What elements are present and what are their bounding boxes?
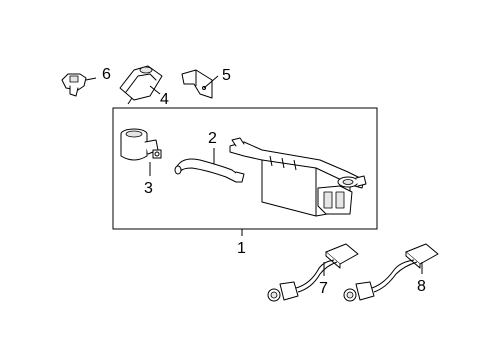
part-5-bracket	[181, 69, 219, 99]
assembly-box	[112, 107, 378, 230]
charcoal-canister	[229, 137, 367, 217]
part-8-sensor	[343, 243, 439, 302]
part-4-valve	[119, 65, 163, 105]
callout-5: 5	[222, 67, 231, 84]
part-3-purge-valve	[120, 128, 162, 176]
callout-7: 7	[319, 280, 328, 297]
callout-2: 2	[208, 130, 217, 147]
part-7-sensor	[267, 243, 359, 302]
part-6-connector	[61, 73, 97, 97]
callout-8: 8	[417, 278, 426, 295]
part-2-hose	[174, 148, 245, 183]
callout-6: 6	[102, 66, 111, 83]
callout-1: 1	[237, 240, 246, 257]
callout-4: 4	[160, 91, 169, 108]
callout-3: 3	[144, 180, 153, 197]
